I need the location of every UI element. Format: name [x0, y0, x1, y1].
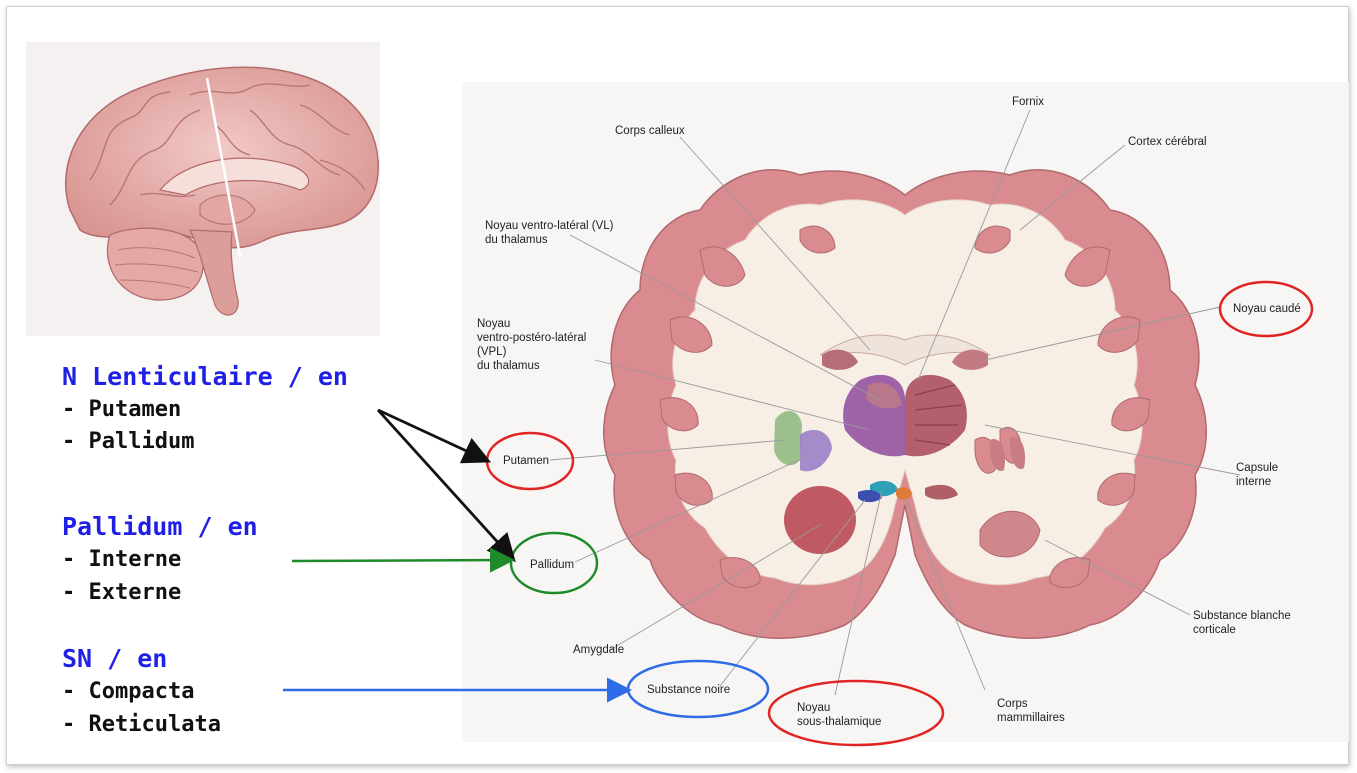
label-putamen: Putamen: [503, 454, 549, 468]
leader-lines: [550, 110, 1240, 695]
label-noyau-caude: Noyau caudé: [1233, 302, 1301, 316]
item-interne: - Interne: [62, 545, 181, 575]
label-sous-thalamique-line1: Noyau: [797, 701, 881, 715]
group-title-pallidum: Pallidum / en: [62, 512, 258, 542]
leader-cortex: [1020, 145, 1125, 230]
arrow-pallidum-green: [292, 560, 510, 561]
label-amygdale: Amygdale: [573, 643, 624, 657]
label-substance-blanche: Substance blanche corticale: [1193, 609, 1291, 637]
arrow-lenticulaire-to-putamen: [378, 410, 486, 460]
leader-capsule: [985, 425, 1240, 475]
label-corps-calleux: Corps calleux: [615, 124, 685, 138]
label-noyau-sous-thalamique: Noyau sous-thalamique: [797, 701, 881, 729]
label-capsule-line1: Capsule: [1236, 461, 1278, 475]
label-substance-blanche-line1: Substance blanche: [1193, 609, 1291, 623]
label-fornix: Fornix: [1012, 95, 1044, 109]
label-noyau-vpl: Noyau ventro-postéro-latéral (VPL) du th…: [477, 317, 586, 373]
leader-mammillaires: [905, 497, 985, 690]
label-substance-blanche-line2: corticale: [1193, 623, 1291, 637]
label-noyau-vl: Noyau ventro-latéral (VL) du thalamus: [485, 219, 613, 247]
label-mammillaires-line1: Corps: [997, 697, 1065, 711]
leader-fornix: [918, 110, 1030, 380]
label-capsule-interne: Capsule interne: [1236, 461, 1278, 489]
label-noyau-vl-line2: du thalamus: [485, 233, 613, 247]
label-cortex-cerebral: Cortex cérébral: [1128, 135, 1207, 149]
leader-substance-blanche: [1045, 540, 1190, 615]
item-putamen: - Putamen: [62, 395, 181, 425]
label-noyau-vpl-line1: Noyau: [477, 317, 586, 331]
label-pallidum: Pallidum: [530, 558, 574, 572]
leader-sous-thalamique: [835, 490, 882, 695]
label-noyau-vpl-line3: (VPL): [477, 345, 586, 359]
label-noyau-vpl-line2: ventro-postéro-latéral: [477, 331, 586, 345]
leader-caude: [985, 307, 1220, 360]
label-mammillaires-line2: mammillaires: [997, 711, 1065, 725]
leader-pallidum: [575, 455, 810, 562]
item-reticulata: - Reticulata: [62, 710, 221, 740]
item-compacta: - Compacta: [62, 677, 194, 707]
label-noyau-vl-line1: Noyau ventro-latéral (VL): [485, 219, 613, 233]
leader-putamen: [550, 440, 785, 460]
arrow-lenticulaire-to-pallidum: [378, 410, 512, 558]
label-capsule-line2: interne: [1236, 475, 1278, 489]
leader-vpl: [595, 360, 870, 430]
leader-vl: [570, 235, 880, 400]
item-externe: - Externe: [62, 578, 181, 608]
group-title-sn: SN / en: [62, 644, 167, 674]
label-sous-thalamique-line2: sous-thalamique: [797, 715, 881, 729]
leader-corps-calleux: [680, 137, 870, 350]
label-noyau-vpl-line4: du thalamus: [477, 359, 586, 373]
item-pallidum: - Pallidum: [62, 427, 194, 457]
leader-amygdale: [610, 525, 820, 650]
group-title-n-lenticulaire: N Lenticulaire / en: [62, 362, 348, 392]
label-substance-noire: Substance noire: [647, 683, 730, 697]
label-corps-mammillaires: Corps mammillaires: [997, 697, 1065, 725]
